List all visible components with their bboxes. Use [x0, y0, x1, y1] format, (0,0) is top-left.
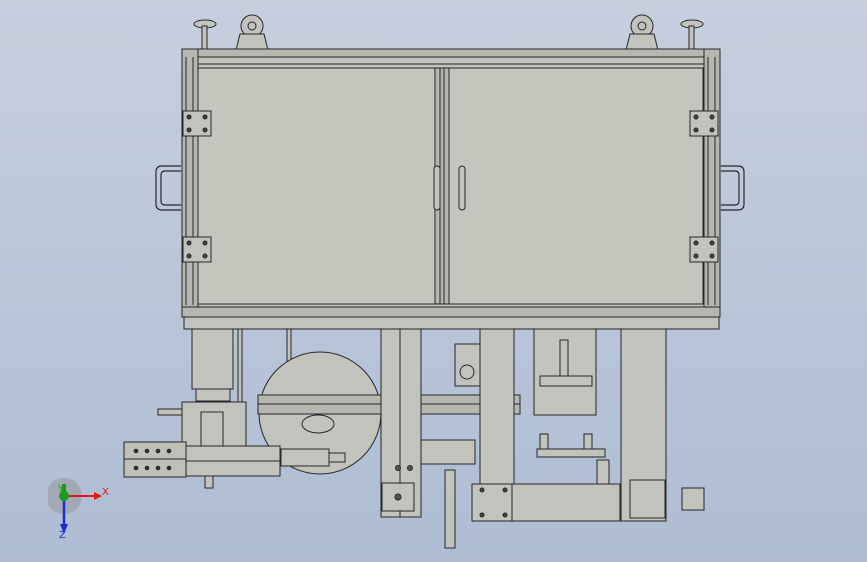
right-motor-end — [681, 487, 705, 511]
door-handle-left — [433, 165, 441, 211]
cabinet-door-left — [197, 67, 436, 305]
lead-screw — [444, 469, 456, 549]
y-axis-label: Y — [58, 484, 65, 495]
sensor-bar — [536, 433, 606, 458]
air-cylinder-bottom — [280, 448, 346, 467]
orientation-triad-icon[interactable] — [48, 478, 118, 548]
guide-rod-left — [237, 328, 243, 405]
caster-wheel-right — [625, 14, 659, 51]
hinge-top-right — [689, 110, 719, 137]
bearing-block — [420, 439, 476, 465]
hinge-top-left — [182, 110, 212, 137]
left-upright-frame — [380, 328, 422, 518]
right-bracket — [629, 479, 666, 519]
base-plate — [181, 306, 721, 330]
door-handle-right — [458, 165, 466, 211]
x-axis-label: X — [102, 487, 109, 498]
hinge-bottom-left — [182, 236, 212, 263]
motor-cylinder-left — [191, 328, 234, 402]
feeder-block-left — [123, 401, 281, 489]
hinge-bottom-right — [689, 236, 719, 263]
sensor-block-right — [596, 459, 610, 485]
cabinet-door-right — [448, 67, 704, 305]
spindle-housing — [533, 328, 597, 416]
caster-wheel-left — [235, 14, 269, 51]
side-handle-left — [155, 165, 181, 211]
side-handle-right — [721, 165, 745, 211]
z-axis-label: Z — [59, 530, 66, 541]
leveling-foot-right — [680, 19, 704, 51]
gearbox-motor — [454, 343, 481, 387]
leveling-foot-left — [193, 19, 217, 51]
